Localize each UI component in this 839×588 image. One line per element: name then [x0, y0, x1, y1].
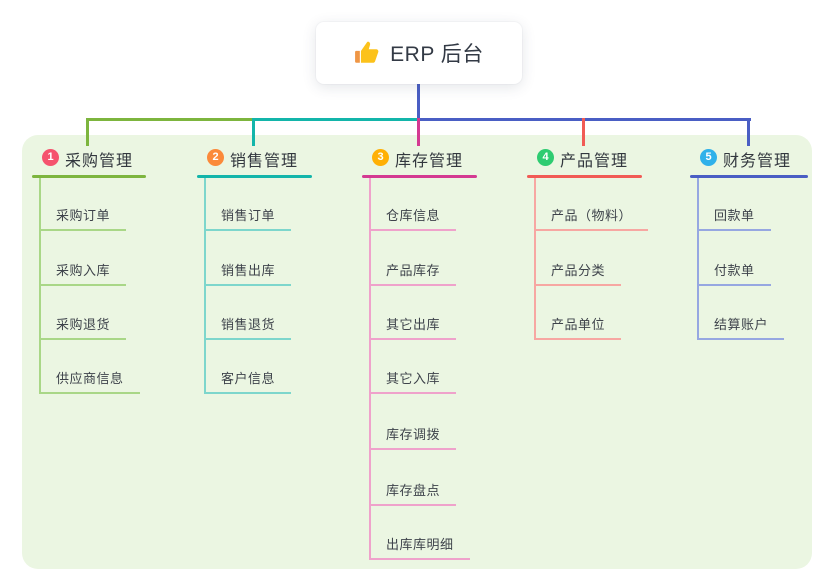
child-node[interactable]: 产品库存: [369, 259, 457, 286]
child-node-label: 库存盘点: [386, 483, 441, 498]
branch-number-badge: 3: [372, 149, 389, 166]
child-node-label: 库存调拨: [386, 427, 441, 442]
child-connector-line: [369, 178, 371, 560]
root-node-label: ERP 后台: [390, 43, 484, 66]
child-node-label: 采购退货: [56, 317, 111, 332]
child-node-label: 付款单: [714, 263, 755, 278]
child-node[interactable]: 仓库信息: [369, 204, 457, 231]
child-node-label: 采购入库: [56, 263, 111, 278]
child-node[interactable]: 采购退货: [39, 313, 127, 340]
bus-line-sales: [252, 118, 419, 121]
child-node-label: 供应商信息: [56, 371, 124, 386]
child-node-label: 采购订单: [56, 208, 111, 223]
branch-label[interactable]: 库存管理: [395, 153, 464, 170]
branch-label[interactable]: 产品管理: [560, 153, 629, 170]
child-node[interactable]: 采购入库: [39, 259, 127, 286]
branch-number-badge: 2: [207, 149, 224, 166]
thumbs-up-icon: [354, 40, 380, 66]
drop-line-product: [582, 118, 585, 146]
drop-line-sales: [252, 118, 255, 146]
child-node[interactable]: 付款单: [697, 259, 771, 286]
branch-underline: [197, 175, 312, 178]
child-node-label: 产品分类: [551, 263, 606, 278]
child-node[interactable]: 库存盘点: [369, 479, 457, 506]
child-node-label: 其它出库: [386, 317, 441, 332]
child-node[interactable]: 产品单位: [534, 313, 622, 340]
child-node-label: 结算账户: [714, 317, 769, 332]
child-connector-line: [534, 178, 536, 340]
branch-underline: [32, 175, 146, 178]
child-node[interactable]: 销售出库: [204, 259, 292, 286]
child-node[interactable]: 采购订单: [39, 204, 127, 231]
branch-label[interactable]: 采购管理: [65, 153, 134, 170]
child-connector-line: [697, 178, 699, 340]
child-node[interactable]: 客户信息: [204, 367, 292, 394]
child-connector-line: [204, 178, 206, 394]
child-node[interactable]: 供应商信息: [39, 367, 140, 394]
child-node[interactable]: 结算账户: [697, 313, 785, 340]
root-connector-line: [417, 84, 420, 118]
child-node-label: 产品单位: [551, 317, 606, 332]
child-node-label: 销售退货: [221, 317, 276, 332]
child-node-label: 销售订单: [221, 208, 276, 223]
drop-line-inventory: [417, 118, 420, 146]
child-node[interactable]: 销售退货: [204, 313, 292, 340]
root-node[interactable]: ERP 后台: [316, 22, 522, 84]
child-node[interactable]: 出库库明细: [369, 533, 470, 560]
child-connector-line: [39, 178, 41, 394]
drop-line-purchase: [86, 118, 89, 146]
branch-label[interactable]: 财务管理: [723, 153, 792, 170]
child-node-label: 客户信息: [221, 371, 276, 386]
child-node-label: 销售出库: [221, 263, 276, 278]
child-node[interactable]: 产品分类: [534, 259, 622, 286]
child-node[interactable]: 其它出库: [369, 313, 457, 340]
branch-underline: [362, 175, 477, 178]
child-node[interactable]: 销售订单: [204, 204, 292, 231]
child-node-label: 产品库存: [386, 263, 441, 278]
child-node[interactable]: 其它入库: [369, 367, 457, 394]
child-node-label: 其它入库: [386, 371, 441, 386]
child-node[interactable]: 库存调拨: [369, 423, 457, 450]
branch-underline: [690, 175, 808, 178]
branch-label[interactable]: 销售管理: [230, 153, 299, 170]
child-node[interactable]: 产品（物料）: [534, 204, 649, 231]
branch-number-badge: 4: [537, 149, 554, 166]
branch-number-badge: 5: [700, 149, 717, 166]
branch-underline: [527, 175, 642, 178]
branch-number-badge: 1: [42, 149, 59, 166]
child-node-label: 回款单: [714, 208, 755, 223]
child-node-label: 仓库信息: [386, 208, 441, 223]
child-node-label: 出库库明细: [386, 537, 454, 552]
child-node-label: 产品（物料）: [551, 208, 633, 223]
drop-line-finance: [747, 118, 750, 146]
branches-panel: [22, 135, 812, 569]
child-node[interactable]: 回款单: [697, 204, 771, 231]
